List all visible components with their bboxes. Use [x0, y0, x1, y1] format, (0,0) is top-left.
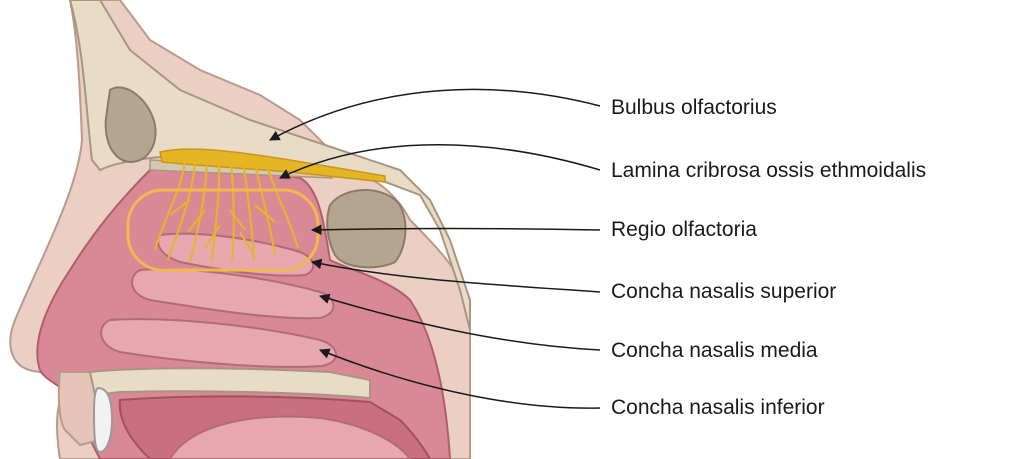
label-concha-media: Concha nasalis media [611, 340, 818, 361]
incisor-tooth [94, 388, 112, 452]
label-concha-inferior: Concha nasalis inferior [611, 397, 825, 418]
label-lamina-cribrosa: Lamina cribrosa ossis ethmoidalis [611, 160, 926, 181]
arrow-bulbus [270, 89, 600, 140]
label-regio-olfactoria: Regio olfactoria [611, 219, 757, 240]
label-bulbus-olfactorius: Bulbus olfactorius [611, 97, 777, 118]
label-concha-superior: Concha nasalis superior [611, 281, 836, 302]
arrow-regio [312, 229, 600, 231]
